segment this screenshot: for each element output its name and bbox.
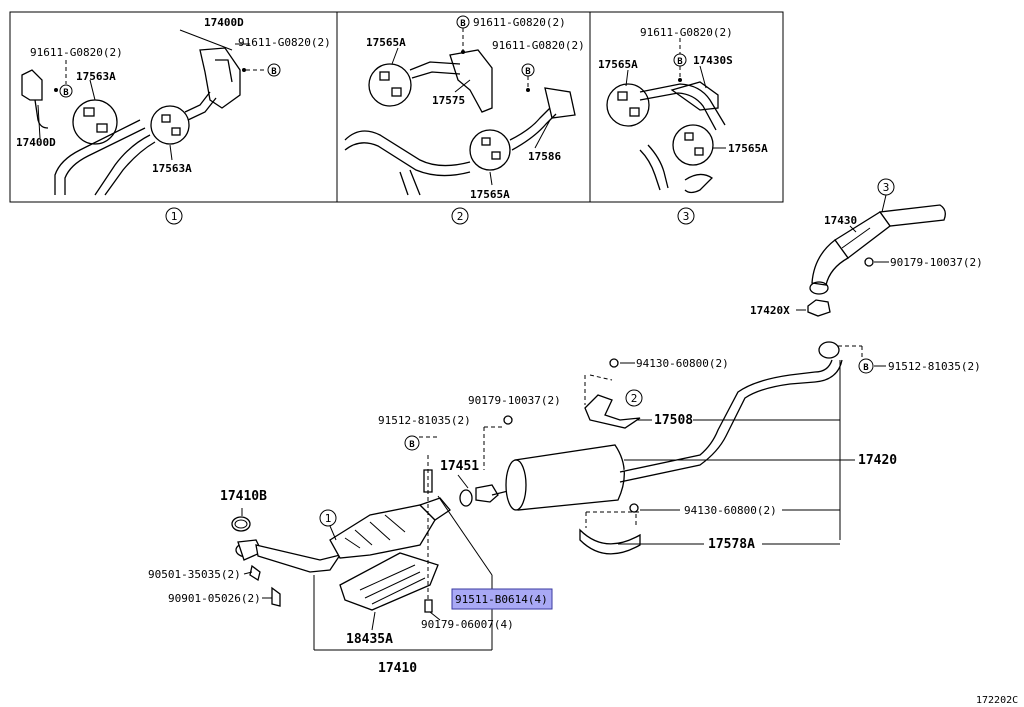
label-91512-81035-front: 91512-81035(2) [378,414,471,427]
detail-view-3: B 91611-G0820(2) 17565A 17430S 17565A [598,26,768,194]
label-94130-60800-top: 94130-60800(2) [636,357,729,370]
label-91611-top: 91611-G0820(2) [640,26,733,39]
svg-text:3: 3 [883,181,890,194]
label-17400D-top: 17400D [204,16,244,29]
diagram-code: 172202C [976,695,1018,706]
svg-text:1: 1 [325,512,332,525]
view-number-1: 1 [165,207,183,225]
svg-text:B: B [525,67,531,77]
main-exhaust-assembly: B B 1 2 [148,341,981,676]
label-17451: 17451 [440,459,479,474]
label-17430S: 17430S [693,54,733,67]
highlighted-part-91511-B0614[interactable]: 91511-B0614(4) [451,588,553,610]
label-18435A: 18435A [346,632,393,647]
bolt-symbol: B [404,435,420,451]
label-90179-10037-tail: 90179-10037(2) [890,256,983,269]
detail-view-2: B B 17565A 91611-G0820(2) 91611-G0820(2)… [344,15,585,201]
label-17565A-bottom: 17565A [470,188,510,201]
label-17420X: 17420X [750,304,790,317]
svg-text:1: 1 [171,210,178,223]
svg-text:B: B [460,19,466,29]
svg-text:B: B [63,88,69,98]
label-17575: 17575 [432,94,465,107]
tail-pipe-assembly: 3 17430 90179-10037(2) 17420X [750,178,983,317]
svg-text:B: B [409,440,415,450]
label-17565A-top: 17565A [598,58,638,71]
label-90501-35035: 90501-35035(2) [148,568,241,581]
label-17400D-bottom: 17400D [16,136,56,149]
bolt-symbol: B [521,63,535,77]
svg-text:B: B [677,57,683,67]
label-17578A: 17578A [708,537,755,552]
label-17586: 17586 [528,150,561,163]
svg-text:2: 2 [457,210,464,223]
svg-text:B: B [271,67,277,77]
bolt-symbol: B [267,63,281,77]
label-17563A-left: 17563A [76,70,116,83]
label-17410B: 17410B [220,489,267,504]
label-94130-60800-clamp: 94130-60800(2) [684,504,777,517]
label-90179-06007: 90179-06007(4) [421,618,514,631]
label-17410: 17410 [378,661,417,676]
label-90901-05026: 90901-05026(2) [168,592,261,605]
label-91611-top: 91611-G0820(2) [473,16,566,29]
label-91512-81035-tail: 91512-81035(2) [888,360,981,373]
bolt-symbol: B [858,358,874,374]
label-17508: 17508 [654,413,693,428]
label-90179-10037-muffler: 90179-10037(2) [468,394,561,407]
detail-views-frame [9,11,784,203]
label-17563A-bottom: 17563A [152,162,192,175]
svg-text:B: B [863,363,869,373]
detail-view-1: B B 17400D 91611-G0820(2) 91611-G0820(2)… [16,16,331,196]
svg-text:91511-B0614(4): 91511-B0614(4) [455,593,548,606]
label-91611-left: 91611-G0820(2) [30,46,123,59]
label-17430: 17430 [824,214,857,227]
view-number-3: 3 [677,207,695,225]
svg-text:3: 3 [683,210,690,223]
label-17565A-bottom: 17565A [728,142,768,155]
bolt-symbol: B [673,53,687,67]
label-91611-right: 91611-G0820(2) [492,39,585,52]
label-17420: 17420 [858,453,897,468]
bolt-symbol: B [456,15,470,29]
svg-text:2: 2 [631,392,638,405]
bolt-symbol: B [59,84,73,98]
label-91611-top: 91611-G0820(2) [238,36,331,49]
view-number-2: 2 [451,207,469,225]
label-17565A-top: 17565A [366,36,406,49]
